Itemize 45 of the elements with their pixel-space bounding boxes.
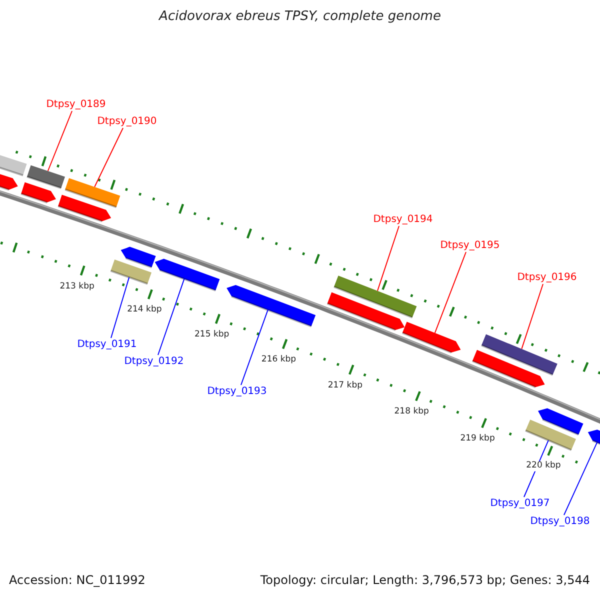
gene-feature: [154, 258, 220, 292]
gene-label: Dtpsy_0195: [440, 240, 500, 251]
gene-label: Dtpsy_0191: [77, 339, 137, 350]
map-title: Acidovorax ebreus TPSY, complete genome: [158, 10, 442, 24]
gene-label: Dtpsy_0196: [517, 272, 577, 283]
gene-feature: [58, 194, 112, 222]
gene-label: Dtpsy_0190: [97, 116, 157, 127]
gene-label: Dtpsy_0189: [46, 99, 106, 110]
gene-feature: [402, 322, 461, 354]
position-label: 217 kbp: [326, 380, 364, 390]
leader-line: [564, 442, 598, 516]
gene-feature: [120, 246, 156, 268]
gene-feature: [226, 285, 316, 328]
position-label: 218 kbp: [393, 407, 430, 417]
leader-line: [110, 276, 130, 338]
leader-line: [521, 284, 544, 350]
gene-label: Dtpsy_0198: [530, 516, 590, 527]
accession-text: Accession: NC_011992: [9, 574, 146, 588]
gene-feature: [20, 182, 56, 204]
leader-line: [158, 278, 185, 356]
gene-feature: [472, 350, 545, 388]
gene-bar: [481, 334, 558, 376]
gene-label: Dtpsy_0192: [124, 356, 184, 367]
gene-label: Dtpsy_0197: [490, 498, 550, 509]
leader-line: [240, 309, 268, 386]
position-label: 216 kbp: [260, 355, 298, 365]
gene-bar: [334, 276, 417, 318]
position-label: 213 kbp: [58, 282, 96, 292]
position-label: 214 kbp: [126, 306, 163, 315]
position-label: 220 kbp: [525, 462, 562, 472]
gene-feature: [538, 408, 584, 436]
gene-feature: [326, 292, 405, 331]
leader-line: [434, 252, 466, 334]
position-label: 219 kbp: [459, 434, 496, 444]
genome-stats-text: Topology: circular; Length: 3,796,573 bp; Genes: 3,544: [260, 574, 590, 588]
gene-bar: [525, 420, 576, 451]
leader-line: [377, 226, 400, 292]
gene-bar: [26, 165, 65, 190]
leader-line: [94, 128, 124, 188]
position-label: 215 kbp: [194, 330, 230, 340]
leader-line: [47, 110, 72, 172]
gene-bar: [110, 260, 152, 285]
gene-label: Dtpsy_0194: [373, 214, 433, 225]
gene-bar: [64, 178, 120, 208]
gene-label: Dtpsy_0193: [207, 386, 267, 397]
